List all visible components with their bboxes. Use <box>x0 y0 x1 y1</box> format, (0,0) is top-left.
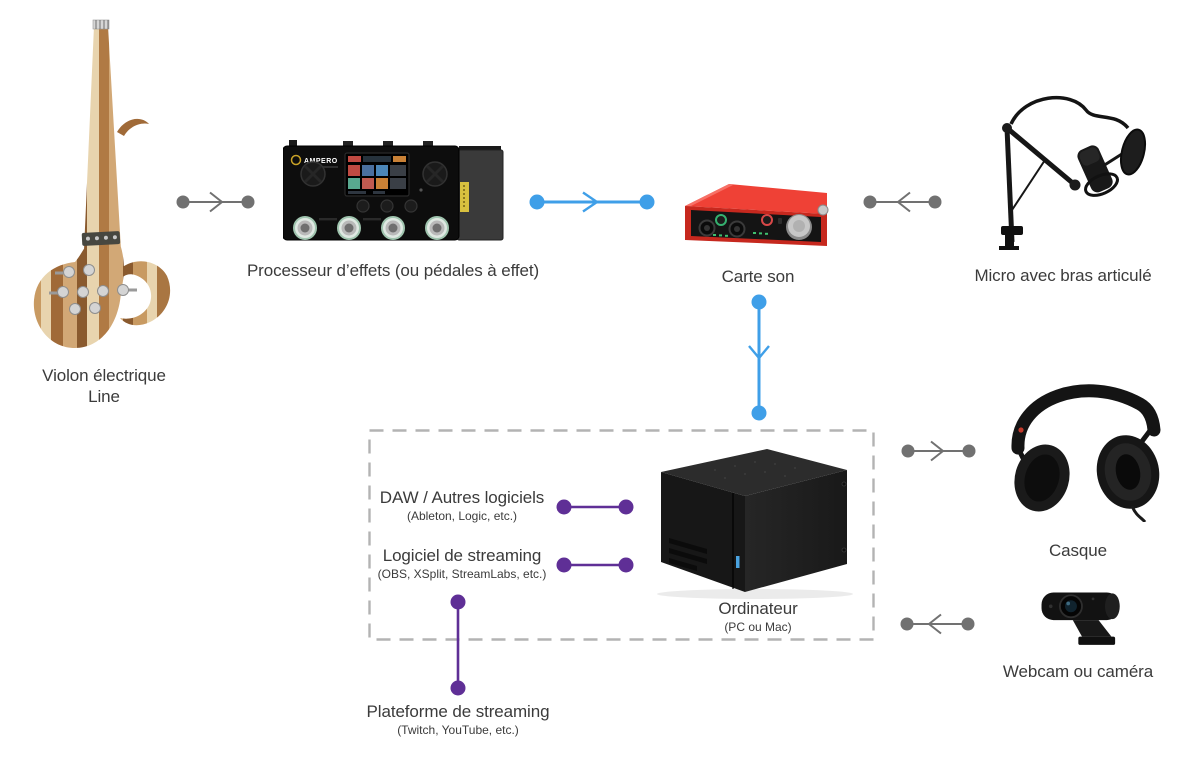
headphones-red-accent <box>1018 427 1024 433</box>
soundcard-gain2-knob <box>761 214 773 226</box>
effects-processor-image: AMPERO <box>283 140 504 241</box>
streaming-software-label: Logiciel de streaming <box>382 546 542 565</box>
mic-cable <box>1009 96 1130 130</box>
sound-card-label: Carte son <box>721 267 795 286</box>
processor-footswitches <box>293 216 449 240</box>
violin-label-line1: Violon électrique <box>42 366 166 385</box>
soundcard-top-face <box>685 184 827 214</box>
computer-front-vents <box>669 538 707 571</box>
arrow-webcam-to-computer <box>900 613 975 635</box>
arrow-processor-to-soundcard <box>529 191 655 213</box>
soundcard-headphone-knob <box>817 204 829 216</box>
processor-logo-icon <box>290 154 302 166</box>
streaming-platform-label: Plateforme de streaming <box>366 702 550 721</box>
arrow-computer-to-headphones <box>901 440 976 462</box>
connector-streamingsw-to-platform <box>450 594 466 696</box>
computer-boundary-box <box>368 429 875 641</box>
soundcard-gain1-knob <box>715 214 727 226</box>
violin-tuning-pegs <box>49 264 137 315</box>
electric-violin-image <box>33 19 171 348</box>
computer-label: Ordinateur <box>718 599 798 618</box>
headphones-cable <box>1130 505 1147 522</box>
mic-label: Micro avec bras articulé <box>974 266 1152 285</box>
arrow-violin-to-processor <box>176 191 255 213</box>
processor-touchscreen <box>344 152 410 197</box>
headphones-image <box>1011 384 1161 522</box>
arrow-soundcard-to-computer <box>748 294 770 421</box>
computer-side-face <box>745 470 847 592</box>
mic-desk-clamp <box>999 226 1023 250</box>
webcam-image <box>1041 592 1120 645</box>
computer-sublabel: (PC ou Mac) <box>724 619 792 634</box>
processor-mini-knobs <box>356 199 418 213</box>
streaming-software-sublabel: (OBS, XSplit, StreamLabs, etc.) <box>377 566 547 581</box>
mic-body <box>1077 145 1119 197</box>
violin-label: Violon électrique Line <box>4 366 204 407</box>
soundcard-leds <box>713 232 768 237</box>
violin-label-line2: Line <box>88 386 120 406</box>
connector-streamingsw-to-computer <box>556 557 634 573</box>
processor-knob-left <box>300 161 326 187</box>
webcam-label: Webcam ou caméra <box>1002 662 1154 681</box>
streaming-software-node: Logiciel de streaming (OBS, XSplit, Stre… <box>342 546 582 582</box>
streaming-platform-node: Plateforme de streaming (Twitch, YouTube… <box>338 702 578 738</box>
effects-processor-label: Processeur d’effets (ou pédales à effet) <box>246 261 540 280</box>
violin-pickup <box>81 231 121 246</box>
mic-pop-filter <box>1119 128 1147 176</box>
connector-daw-to-computer <box>556 499 634 515</box>
violin-side-hook <box>117 118 149 136</box>
sound-card-image <box>685 184 829 246</box>
microphone-image <box>999 96 1147 250</box>
streaming-platform-sublabel: (Twitch, YouTube, etc.) <box>397 722 519 737</box>
headphones-left-cup <box>1014 444 1070 512</box>
expression-pedal <box>456 146 504 241</box>
mic-boom-arm <box>1004 126 1077 243</box>
webcam-base <box>1078 636 1116 645</box>
processor-brand-text: AMPERO <box>304 158 338 165</box>
arrow-mic-to-soundcard <box>863 191 942 213</box>
daw-label: DAW / Autres logiciels <box>379 488 545 507</box>
headphones-label: Casque <box>1049 541 1107 560</box>
daw-node: DAW / Autres logiciels (Ableton, Logic, … <box>352 488 572 524</box>
violin-string-nut <box>92 19 110 30</box>
processor-knob-right <box>422 161 448 187</box>
computer-node-label: Ordinateur (PC ou Mac) <box>678 599 838 635</box>
headphones-headband <box>1011 384 1161 455</box>
daw-sublabel: (Ableton, Logic, etc.) <box>406 508 518 523</box>
webcam-mount <box>1072 620 1112 637</box>
headphones-right-cup <box>1096 435 1160 509</box>
computer-top-face <box>661 449 847 496</box>
computer-power-led <box>736 556 740 568</box>
computer-image <box>657 449 853 599</box>
